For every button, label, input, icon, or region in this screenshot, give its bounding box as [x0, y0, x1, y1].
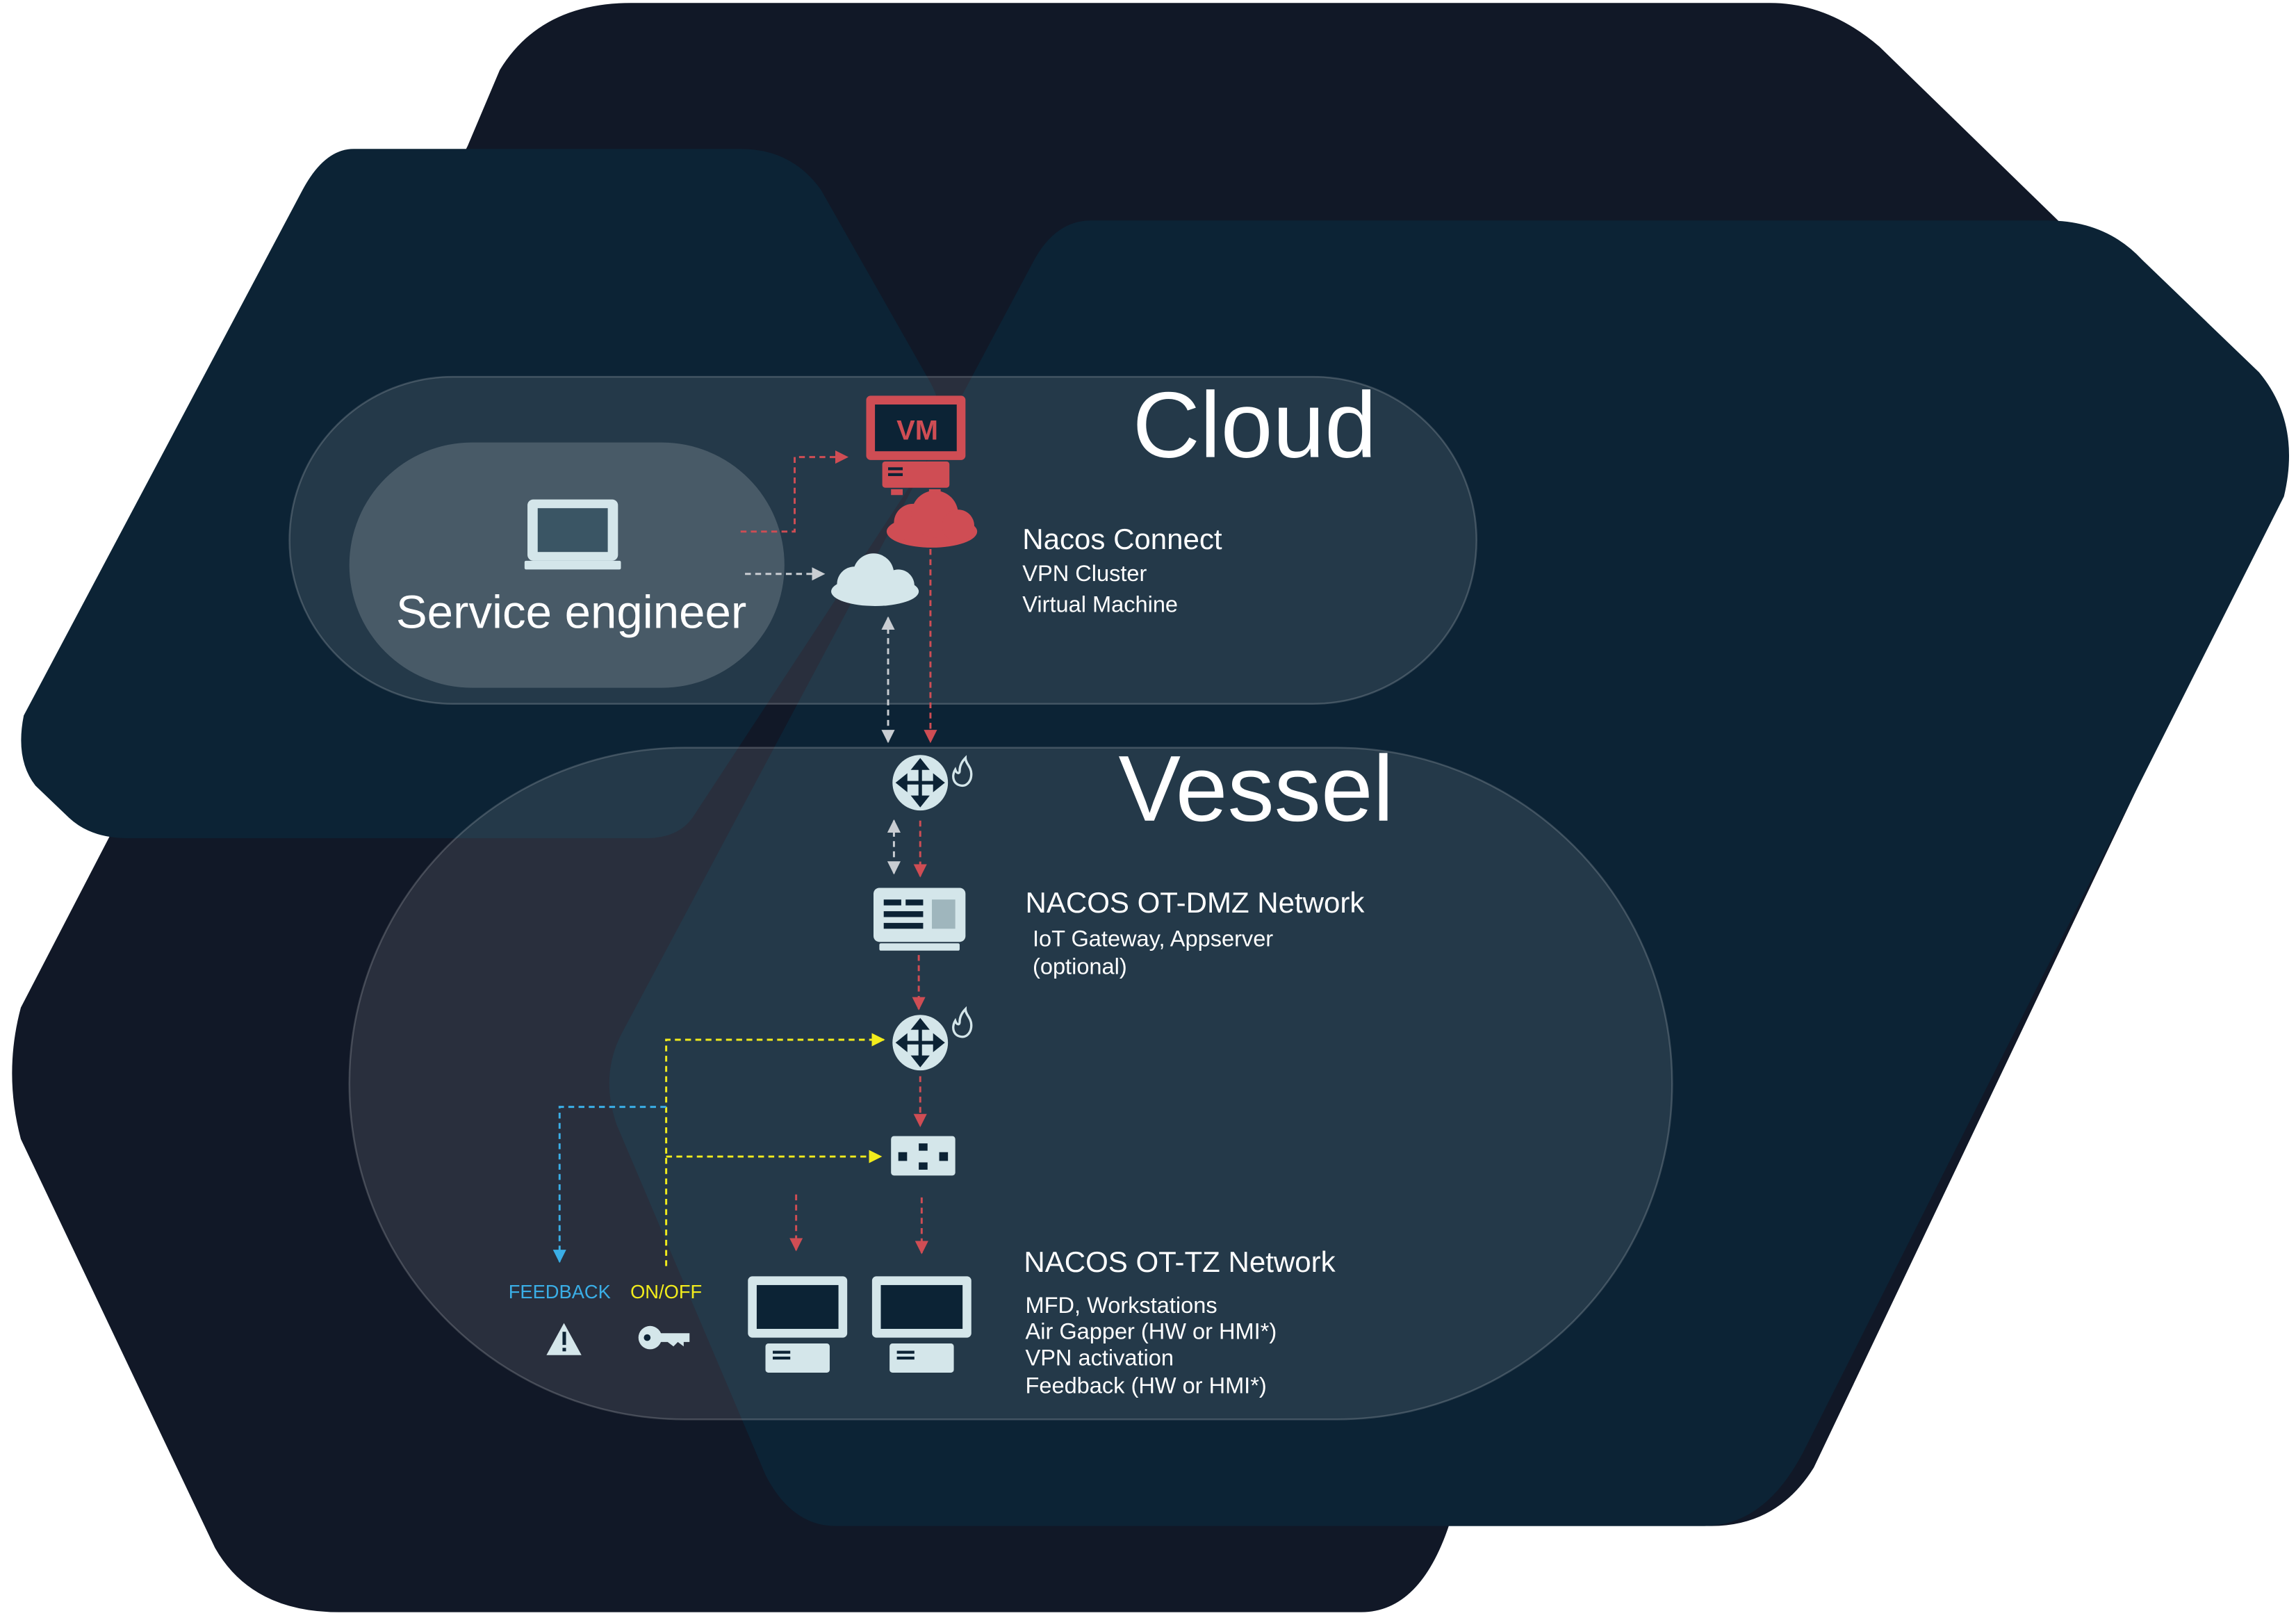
link-onoff-router2: [665, 1033, 885, 1266]
connections: [552, 450, 937, 1266]
hex-left-shape: [21, 149, 941, 839]
flame-icon: [952, 1006, 973, 1038]
nacos-connect-line-1: VPN Cluster: [1022, 561, 1147, 586]
cloud-light-icon: [831, 553, 919, 606]
hex-right-shape: [609, 220, 2290, 1526]
service-engineer-label: Service engineer: [396, 586, 746, 638]
feedback-label: FEEDBACK: [509, 1281, 611, 1302]
flame-icon: [952, 755, 973, 787]
ot-dmz-line-1: IoT Gateway, Appserver: [1033, 926, 1273, 951]
vessel-title: Vessel: [1118, 737, 1393, 841]
cloud-zone: Service engineer VM Cloud Nacos: [288, 373, 1478, 705]
key-icon: [638, 1325, 690, 1350]
workstation-icon: [748, 1276, 848, 1373]
gateway-server-icon: [873, 888, 966, 951]
router-firewall-icon: [892, 755, 949, 811]
warning-icon: [546, 1323, 582, 1355]
ot-tz-line-1: MFD, Workstations: [1026, 1293, 1217, 1318]
workstation-icon: [871, 1276, 971, 1373]
air-gapper-switch-icon: [891, 1136, 956, 1176]
ot-tz-line-4: Feedback (HW or HMI*): [1026, 1373, 1267, 1398]
link-engineer-vm: [740, 450, 849, 533]
background-shapes: [12, 3, 2290, 1612]
nacos-connect-line-2: Virtual Machine: [1022, 591, 1178, 616]
ot-tz-line-2: Air Gapper (HW or HMI*): [1026, 1319, 1277, 1344]
vessel-zone: Vessel NACOS OT-DMZ Network IoT Gateway,…: [348, 737, 1673, 1421]
vm-server-icon: VM: [866, 395, 966, 496]
ot-tz-heading: NACOS OT-TZ Network: [1024, 1245, 1336, 1278]
nacos-connect-heading: Nacos Connect: [1022, 523, 1222, 555]
link-feedback: [552, 1106, 666, 1264]
vm-badge: VM: [896, 415, 938, 446]
ot-tz-line-3: VPN activation: [1026, 1346, 1174, 1371]
ot-dmz-line-2: (optional): [1033, 954, 1127, 979]
ot-dmz-heading: NACOS OT-DMZ Network: [1026, 886, 1366, 919]
onoff-label: ON/OFF: [630, 1281, 702, 1302]
vessel-pill: [348, 746, 1673, 1421]
cloud-title: Cloud: [1133, 373, 1377, 477]
cloud-red-icon: [886, 490, 978, 548]
laptop-icon: [524, 499, 621, 570]
router-firewall-icon: [892, 1015, 949, 1071]
